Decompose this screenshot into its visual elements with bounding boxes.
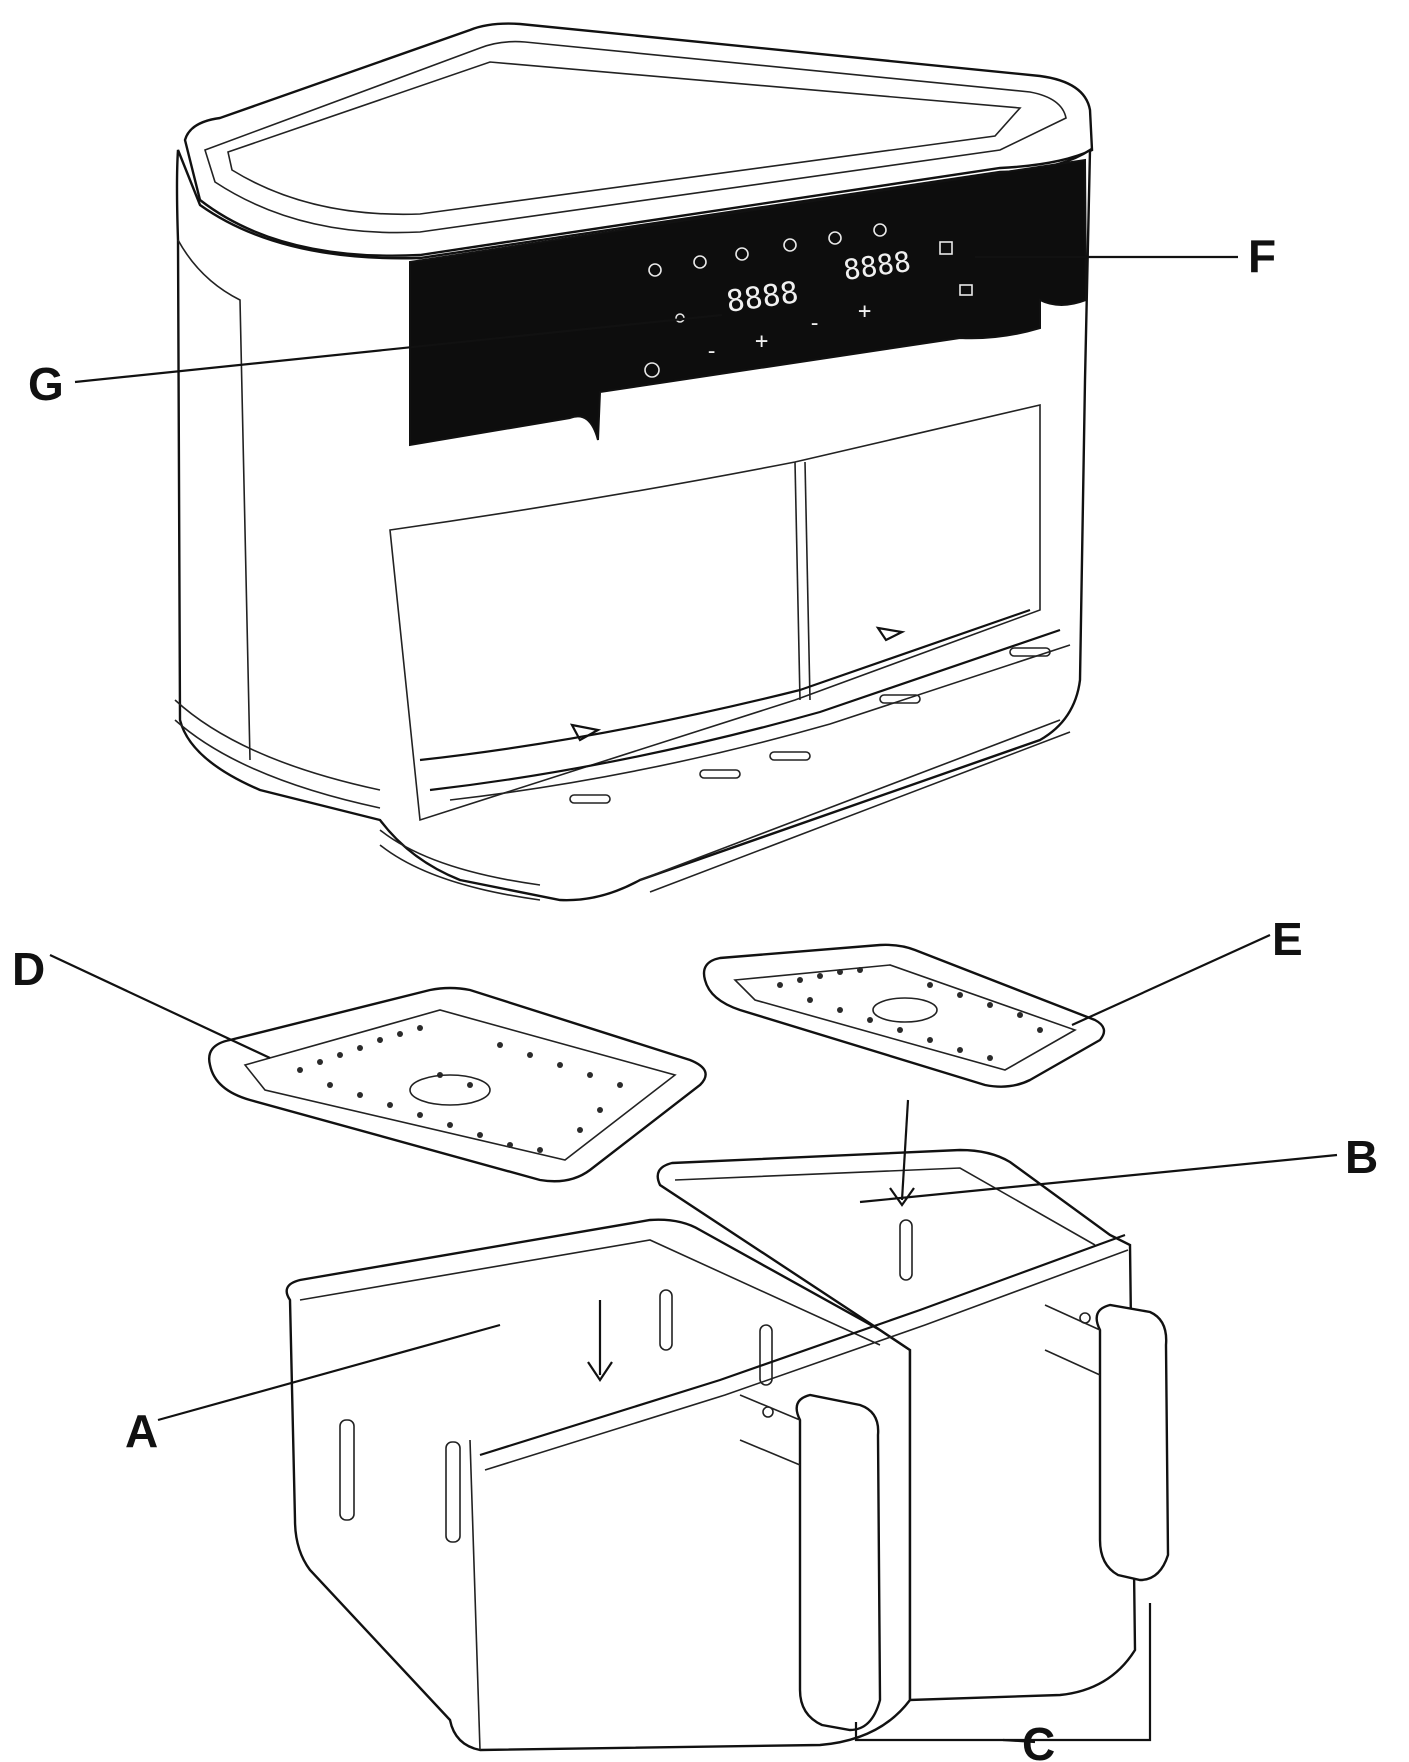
callout-label-c: C (1022, 1718, 1055, 1762)
left-minus-button[interactable]: - (705, 339, 718, 364)
left-handle[interactable] (795, 1393, 882, 1732)
chicken-icon (693, 255, 707, 269)
tray-perforations-right (777, 967, 1043, 1061)
callout-label-b: B (1345, 1131, 1378, 1183)
callout-label-g: G (28, 358, 64, 410)
control-panel (409, 158, 1088, 447)
leader-a (157, 1323, 501, 1422)
sync-icon (939, 241, 953, 255)
crisper-tray-left (208, 986, 707, 1183)
leader-g (74, 313, 723, 384)
right-minus-button[interactable]: - (808, 311, 821, 336)
match-icon (959, 284, 973, 296)
air-fryer-main-unit: 8888 8888 - + - + (174, 22, 1094, 902)
fish-icon (735, 247, 749, 261)
basket-assembly (285, 1099, 1170, 1752)
power-icon[interactable] (644, 362, 660, 378)
cake-icon (828, 231, 842, 245)
callout-label-f: F (1248, 230, 1276, 282)
callout-label-e: E (1272, 913, 1303, 965)
leader-c (1002, 1738, 1036, 1744)
crisper-tray-right (702, 943, 1106, 1088)
callout-label-d: D (12, 943, 45, 995)
vent-slots (569, 647, 1051, 804)
left-plus-button[interactable]: + (755, 329, 768, 354)
callout-label-a: A (125, 1405, 158, 1457)
leader-b (859, 1153, 1338, 1204)
panel-icons (644, 223, 973, 378)
right-plus-button[interactable]: + (858, 299, 871, 324)
steak-icon (873, 223, 887, 237)
callout-leaders (49, 255, 1338, 1744)
right-handle[interactable] (1095, 1303, 1170, 1582)
tray-perforations-left (297, 1025, 623, 1153)
leader-d (49, 954, 271, 1059)
leader-e (1071, 933, 1271, 1027)
fries-icon (783, 238, 797, 252)
fan-icon (648, 263, 662, 277)
